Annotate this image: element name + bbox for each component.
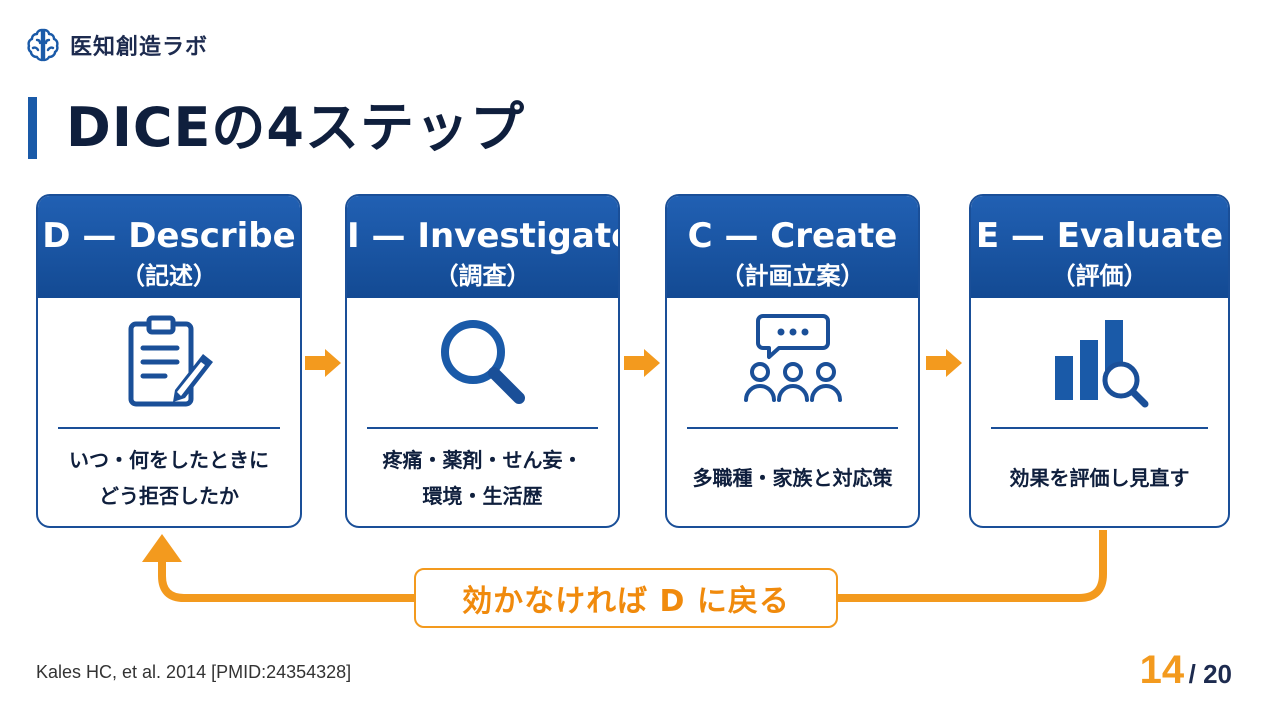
step-subheading: （評価） [1051, 262, 1148, 290]
step-card-create: C — Create （計画立案） 多職種・家族と対応策 [665, 194, 920, 528]
arrow-right-icon [624, 349, 660, 377]
arrow-right-icon [926, 349, 962, 377]
step-subheading: （調査） [434, 262, 531, 290]
step-description: いつ・何をしたときに どう拒否したか [69, 447, 269, 508]
arrow-right-icon [305, 349, 341, 377]
title-accent-bar [28, 97, 37, 159]
brand: 医知創造ラボ [24, 26, 208, 64]
team-discussion-icon [743, 314, 842, 402]
step-divider [58, 427, 280, 429]
step-heading: E — Evaluate [975, 216, 1224, 256]
citation: Kales HC, et al. 2014 [PMID:24354328] [36, 662, 352, 682]
step-card-evaluate: E — Evaluate （評価） 効果を評価し見直す [969, 194, 1230, 528]
step-subheading: （計画立案） [720, 262, 865, 290]
page-current: 14 [1139, 648, 1185, 692]
brain-icon [27, 28, 59, 62]
step-description: 多職種・家族と対応策 [692, 465, 893, 490]
page-number: 14 / 20 [1140, 648, 1232, 693]
step-description: 効果を評価し見直す [1009, 465, 1190, 490]
step-divider [687, 427, 898, 429]
step-description: 疼痛・薬剤・せん妄・ 環境・生活歴 [382, 447, 583, 508]
loop-label: 効かなければ D に戻る [414, 568, 838, 628]
step-divider [991, 427, 1208, 429]
page-total: / 20 [1188, 659, 1232, 689]
step-header: E — Evaluate （評価） [971, 196, 1228, 298]
step-header: D — Describe （記述） [38, 196, 300, 298]
magnifier-icon [440, 320, 525, 404]
step-divider [367, 427, 598, 429]
step-subheading: （記述） [121, 262, 217, 290]
step-heading: I — Investigate [347, 216, 620, 256]
step-header: C — Create （計画立案） [667, 196, 918, 298]
step-heading: D — Describe [42, 216, 296, 256]
brand-name: 医知創造ラボ [70, 35, 209, 60]
bar-chart-search-icon [1054, 320, 1148, 408]
step-card-investigate: I — Investigate （調査） 疼痛・薬剤・せん妄・ 環境・生活歴 [345, 194, 620, 528]
slide-title: DICEの4ステップ [66, 96, 526, 159]
step-header: I — Investigate （調査） [347, 196, 618, 298]
clipboard-pencil-icon [128, 315, 213, 407]
step-heading: C — Create [687, 216, 898, 256]
step-card-describe: D — Describe （記述） いつ・何をしたときに どう拒否したか [36, 194, 302, 528]
